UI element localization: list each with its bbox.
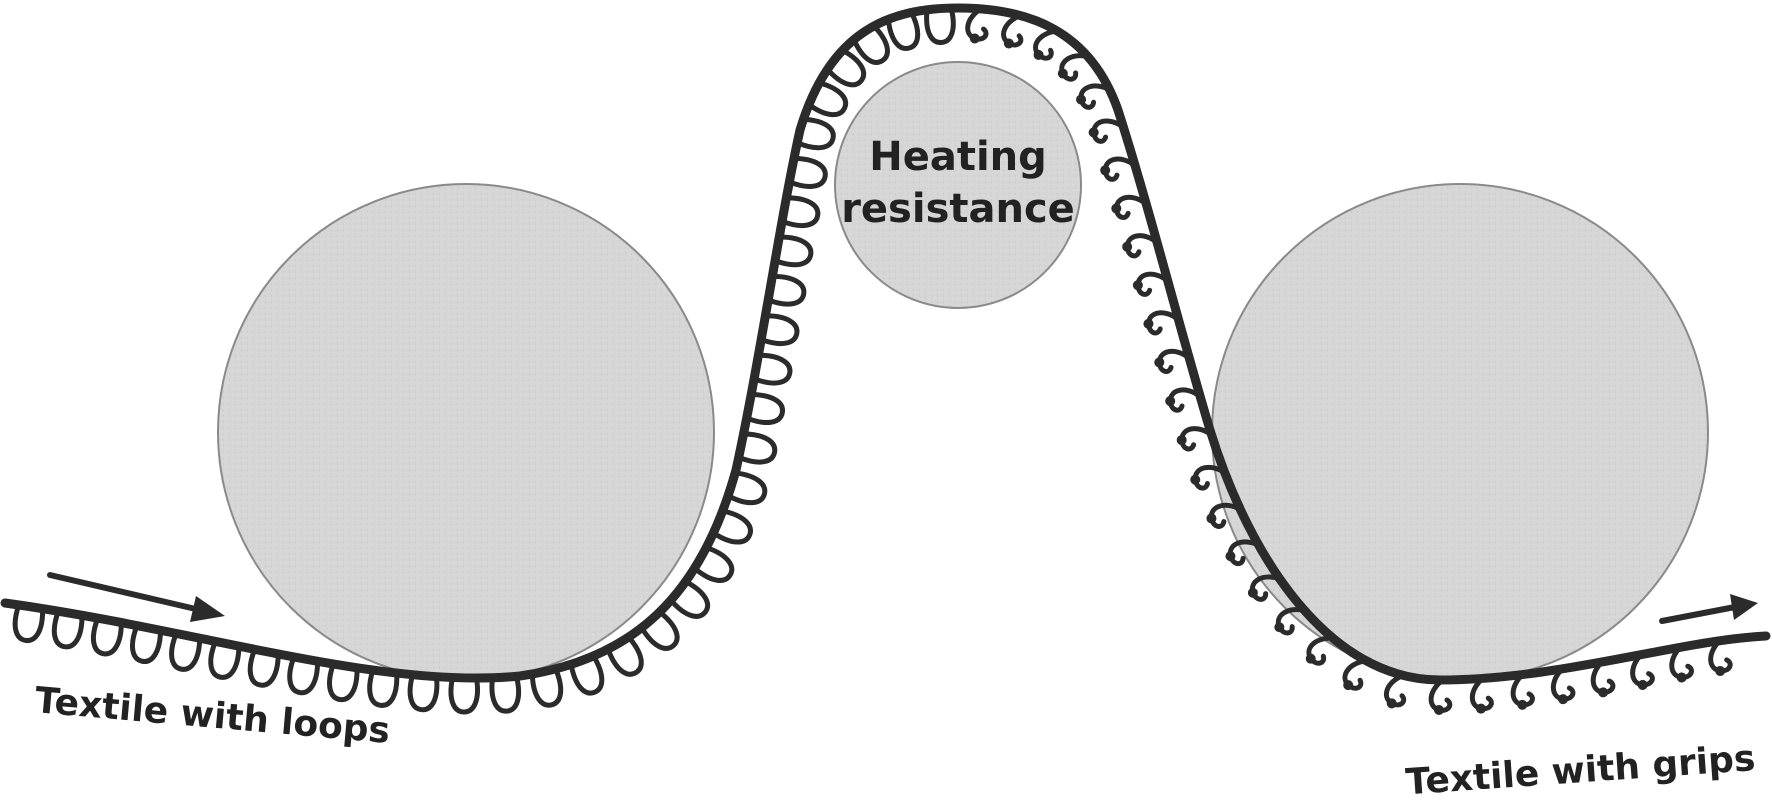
grip-icon xyxy=(1165,387,1203,413)
grip-icon xyxy=(1154,348,1192,374)
loop-icon xyxy=(639,609,680,651)
grip-icon xyxy=(1305,635,1336,666)
textile-texture xyxy=(12,5,1733,716)
grip-icon xyxy=(1669,644,1694,683)
grip-icon xyxy=(965,6,989,44)
loop-icon xyxy=(751,352,793,386)
loop-icon xyxy=(692,545,735,583)
loop-icon xyxy=(129,623,164,664)
input-textile-label: Textile with loops xyxy=(33,680,391,752)
loop-icon xyxy=(287,654,321,696)
grip-icon xyxy=(1111,194,1149,221)
loop-icon xyxy=(779,195,821,229)
loop-icon xyxy=(208,638,242,680)
grip-icon xyxy=(1550,666,1576,705)
loop-icon xyxy=(786,155,828,189)
loop-icon xyxy=(367,667,400,708)
loop-icon xyxy=(407,672,440,713)
loop-icon xyxy=(736,431,778,465)
grip-icon xyxy=(1143,310,1181,336)
loop-icon xyxy=(90,615,124,657)
grip-icon xyxy=(1100,156,1138,182)
loop-icon xyxy=(489,673,522,714)
heating-resistance-roller xyxy=(834,61,1082,309)
loop-icon xyxy=(824,47,867,88)
input-direction-arrow xyxy=(47,572,225,622)
loop-icon xyxy=(12,602,46,643)
loop-icon xyxy=(605,634,644,677)
grip-icon xyxy=(1510,672,1535,710)
grip-icon xyxy=(1176,426,1215,452)
grip-icon xyxy=(1088,118,1126,144)
grip-icon xyxy=(1122,233,1160,259)
loop-icon xyxy=(169,630,203,672)
textile-band xyxy=(0,3,1771,685)
loop-icon xyxy=(51,608,85,650)
left-roller xyxy=(217,183,715,681)
loop-icon xyxy=(772,234,814,268)
loop-icon xyxy=(448,675,480,715)
loop-icon xyxy=(758,313,800,347)
grip-icon xyxy=(1469,675,1494,714)
grip-icon xyxy=(1225,539,1262,567)
grip-icon xyxy=(1190,464,1228,491)
output-direction-arrow xyxy=(1659,594,1758,624)
grip-icon xyxy=(1590,659,1616,698)
grip-icon xyxy=(1383,672,1407,709)
loop-icon xyxy=(327,661,360,702)
grip-icon xyxy=(1630,652,1655,690)
grip-icon xyxy=(1428,677,1453,716)
loop-icon xyxy=(885,9,921,51)
grip-icon xyxy=(1057,53,1091,82)
heating-resistance-label-line2: resistance xyxy=(841,186,1075,232)
loop-icon xyxy=(851,23,890,65)
grip-icon xyxy=(1274,607,1308,636)
grip-icon xyxy=(1342,658,1369,691)
grip-icon xyxy=(1132,271,1171,297)
loop-icon xyxy=(568,653,605,696)
grip-icon xyxy=(1033,28,1060,61)
grip-icon xyxy=(1206,502,1243,529)
heating-resistance-label-line1: Heating xyxy=(869,134,1047,180)
loop-icon xyxy=(529,666,564,708)
right-roller xyxy=(1211,183,1709,681)
loop-icon xyxy=(765,273,807,307)
grip-icon xyxy=(1247,574,1283,602)
loop-icon xyxy=(247,646,281,688)
loop-icon xyxy=(668,579,711,619)
loop-icon xyxy=(806,80,849,118)
output-textile-label: Textile with grips xyxy=(1404,738,1756,803)
grip-icon xyxy=(1708,638,1733,676)
grip-icon xyxy=(1001,13,1024,49)
loop-icon xyxy=(711,508,753,545)
grip-icon xyxy=(1076,83,1113,110)
loop-icon xyxy=(794,116,836,151)
loop-icon xyxy=(725,470,768,506)
loop-icon xyxy=(744,392,785,426)
loop-icon xyxy=(924,5,956,46)
